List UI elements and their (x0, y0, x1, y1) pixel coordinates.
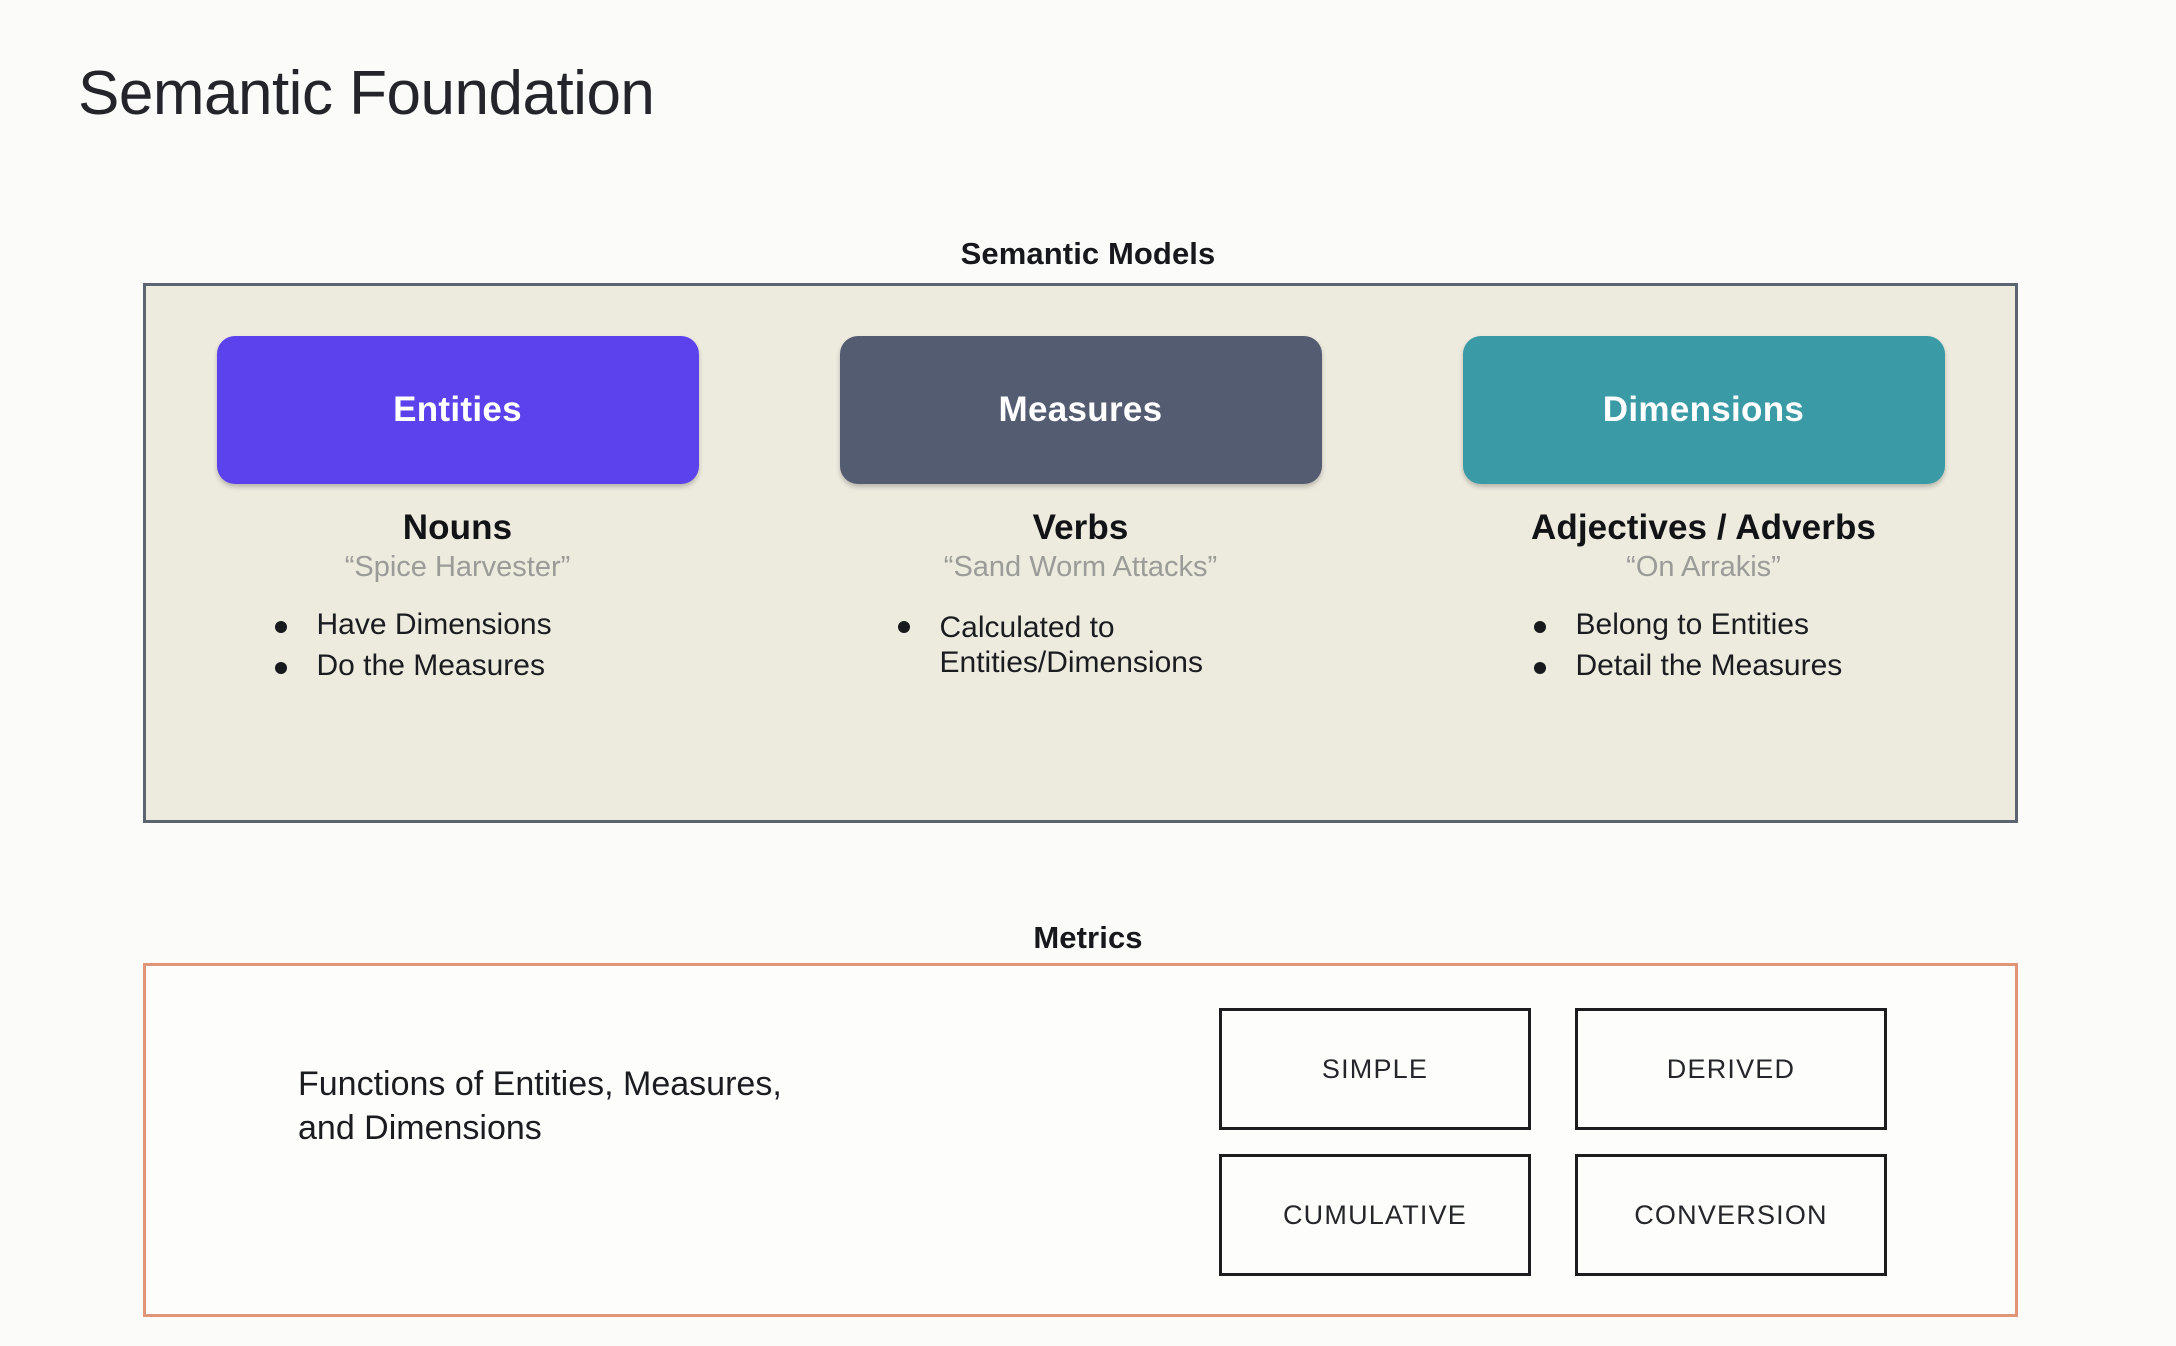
measures-pill[interactable]: Measures (839, 336, 1322, 484)
semantic-models-header-label: Semantic Models (960, 236, 1216, 271)
metrics-panel: Functions of Entities, Measures, and Dim… (143, 963, 2018, 1317)
metric-type-grid: SIMPLE DERIVED CUMULATIVE CONVERSION (1219, 1008, 1887, 1276)
measures-part-of-speech: Verbs (1032, 508, 1129, 547)
dimensions-bullet-list: Belong to Entities Detail the Measures (1450, 609, 1958, 692)
list-item: Calculated to Entities/Dimensions (840, 610, 1322, 681)
entities-part-of-speech: Nouns (402, 508, 513, 547)
metrics-description-line-2: and Dimensions (298, 1109, 542, 1148)
semantic-column-entities: Entities Nouns “Spice Harvester” Have Di… (146, 286, 769, 820)
dimensions-part-of-speech: Adjectives / Adverbs (1530, 508, 1876, 547)
metrics-section-header: Metrics (0, 920, 2176, 956)
semantic-models-columns: Entities Nouns “Spice Harvester” Have Di… (146, 286, 2015, 820)
semantic-models-section-header: Semantic Models (0, 236, 2176, 272)
list-item: Belong to Entities (1476, 609, 1958, 640)
list-item: Do the Measures (217, 650, 699, 681)
measures-bullet-list: Calculated to Entities/Dimensions (840, 610, 1322, 692)
entities-pill[interactable]: Entities (216, 336, 699, 484)
metric-type-derived[interactable]: DERIVED (1575, 1008, 1887, 1130)
metrics-description: Functions of Entities, Measures, and Dim… (298, 1062, 998, 1150)
list-item: Detail the Measures (1476, 650, 1958, 681)
list-item: Have Dimensions (217, 609, 699, 640)
semantic-column-dimensions: Dimensions Adjectives / Adverbs “On Arra… (1392, 286, 2015, 820)
metric-type-simple[interactable]: SIMPLE (1219, 1008, 1531, 1130)
metric-type-conversion[interactable]: CONVERSION (1575, 1154, 1887, 1276)
metrics-description-line-1: Functions of Entities, Measures, (298, 1065, 782, 1103)
metric-type-cumulative[interactable]: CUMULATIVE (1219, 1154, 1531, 1276)
metrics-header-label: Metrics (1033, 920, 1143, 955)
semantic-models-panel: Entities Nouns “Spice Harvester” Have Di… (143, 283, 2018, 823)
entities-example: “Spice Harvester” (344, 550, 571, 583)
page-title: Semantic Foundation (78, 59, 655, 128)
semantic-column-measures: Measures Verbs “Sand Worm Attacks” Calcu… (769, 286, 1392, 820)
dimensions-pill[interactable]: Dimensions (1462, 336, 1945, 484)
measures-example: “Sand Worm Attacks” (943, 550, 1218, 583)
entities-bullet-list: Have Dimensions Do the Measures (217, 609, 699, 692)
dimensions-example: “On Arrakis” (1626, 550, 1781, 583)
